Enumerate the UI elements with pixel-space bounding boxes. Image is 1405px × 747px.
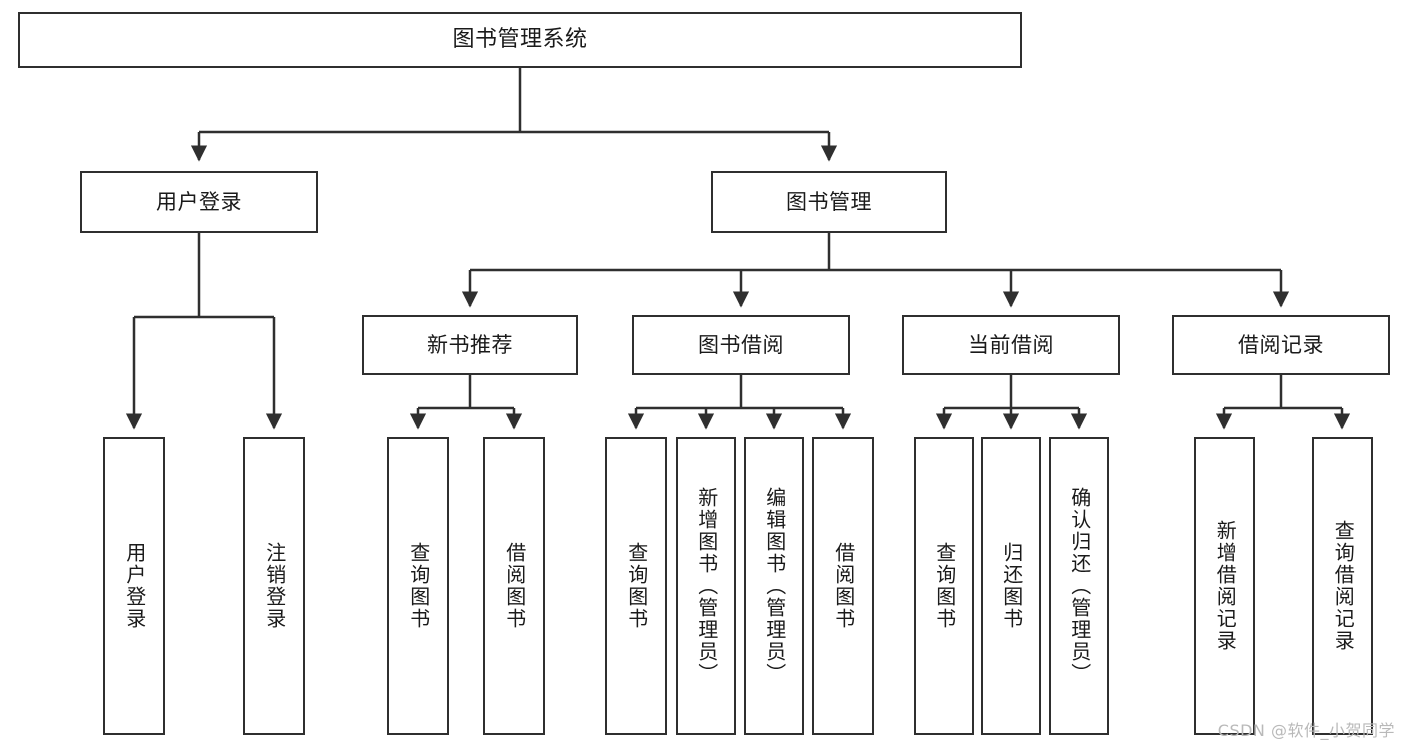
node-label: 图书管理系统 (452, 26, 588, 52)
node-label: 当前借阅 (968, 332, 1054, 357)
node-book-borrow[interactable]: 图书借阅 (632, 315, 850, 375)
node-label: 图书管理 (786, 189, 872, 214)
node-leaf-query-borrow-record[interactable]: 查询借阅记录 (1312, 437, 1373, 735)
node-current-borrow[interactable]: 当前借阅 (902, 315, 1120, 375)
node-label: 查询图书 (624, 542, 649, 630)
node-leaf-query-book-borrow[interactable]: 查询图书 (605, 437, 667, 735)
csdn-watermark: CSDN @软件_小贺同学 (1217, 721, 1395, 740)
node-leaf-edit-book[interactable]: 编辑图书（管理员） (744, 437, 804, 735)
node-leaf-query-book-recommend[interactable]: 查询图书 (387, 437, 449, 735)
node-book-management-system[interactable]: 图书管理系统 (18, 12, 1022, 68)
node-leaf-borrow-book-recommend[interactable]: 借阅图书 (483, 437, 545, 735)
node-new-book-recommend[interactable]: 新书推荐 (362, 315, 578, 375)
node-leaf-user-logout[interactable]: 注销登录 (243, 437, 305, 735)
node-label: 借阅图书 (502, 542, 527, 630)
node-leaf-user-login[interactable]: 用户登录 (103, 437, 165, 735)
node-label: 编辑图书（管理员） (762, 487, 787, 685)
node-user-login[interactable]: 用户登录 (80, 171, 318, 233)
node-book-manage[interactable]: 图书管理 (711, 171, 947, 233)
node-label: 借阅图书 (831, 542, 856, 630)
node-label: 查询图书 (932, 542, 957, 630)
node-label: 用户登录 (122, 542, 147, 630)
node-leaf-query-book-current[interactable]: 查询图书 (914, 437, 974, 735)
node-borrow-record[interactable]: 借阅记录 (1172, 315, 1390, 375)
node-label: 借阅记录 (1238, 332, 1324, 357)
node-label: 确认归还（管理员） (1067, 487, 1092, 685)
node-label: 新增借阅记录 (1213, 520, 1238, 652)
node-leaf-borrow-book[interactable]: 借阅图书 (812, 437, 874, 735)
node-label: 注销登录 (262, 542, 287, 630)
node-label: 查询图书 (406, 542, 431, 630)
node-label: 新书推荐 (427, 332, 513, 357)
node-label: 图书借阅 (698, 332, 784, 357)
node-label: 查询借阅记录 (1331, 520, 1356, 652)
node-label: 新增图书（管理员） (694, 487, 719, 685)
node-leaf-add-borrow-record[interactable]: 新增借阅记录 (1194, 437, 1255, 735)
node-leaf-add-book[interactable]: 新增图书（管理员） (676, 437, 736, 735)
node-label: 用户登录 (156, 189, 242, 214)
node-leaf-confirm-return[interactable]: 确认归还（管理员） (1049, 437, 1109, 735)
node-label: 归还图书 (999, 542, 1024, 630)
node-leaf-return-book[interactable]: 归还图书 (981, 437, 1041, 735)
